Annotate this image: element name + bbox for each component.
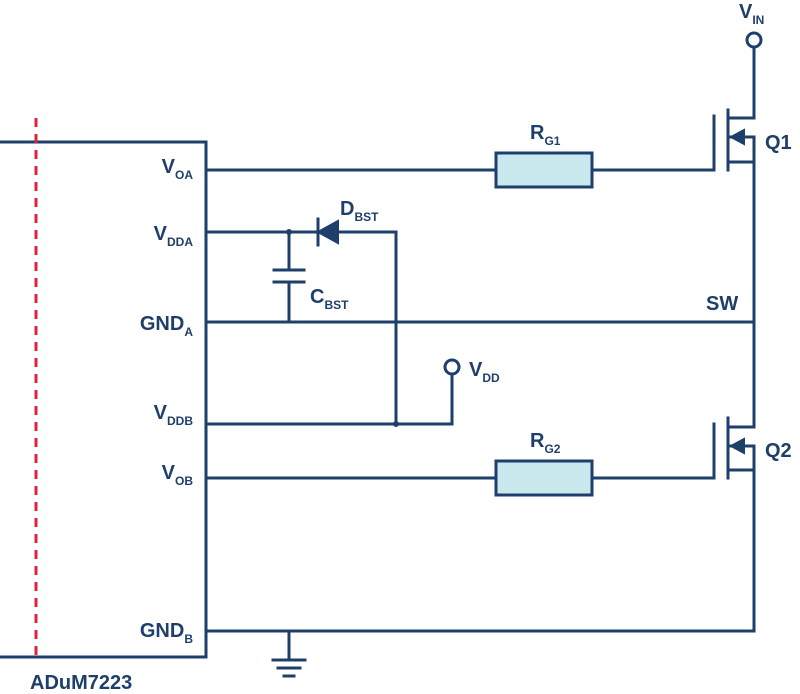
pin-vdda-label: VDDA: [154, 223, 194, 249]
q2-label: Q2: [765, 440, 792, 462]
q1-mosfet: [712, 108, 756, 172]
rg2-label: RG2: [530, 430, 561, 456]
cbst-capacitor: [272, 230, 306, 324]
junction-dot: [286, 229, 292, 235]
dbst-diode: [315, 217, 339, 247]
q2-mosfet: [712, 416, 756, 480]
pin-gnda-label: GNDA: [140, 313, 193, 339]
cbst-label: CBST: [310, 286, 349, 312]
junction-dot: [393, 421, 399, 427]
pin-vob-label: VOB: [162, 462, 194, 488]
pin-vddb-label: VDDB: [154, 402, 194, 428]
vdd-label: VDD: [469, 359, 500, 385]
rg1-resistor: [494, 151, 594, 189]
vin-terminal: [745, 31, 763, 49]
rg1-label: RG1: [530, 122, 561, 148]
q1-label: Q1: [765, 132, 792, 154]
pin-gndb-label: GNDB: [140, 620, 193, 646]
dbst-label: DBST: [340, 198, 379, 224]
vdd-terminal: [443, 358, 461, 376]
sw-label: SW: [706, 293, 738, 315]
rg2-resistor: [494, 459, 594, 497]
chip-name-label: ADuM7223: [30, 672, 132, 694]
ground-symbol: [271, 629, 307, 678]
chip-outline: [0, 140, 208, 659]
vin-label: VIN: [739, 1, 764, 27]
pin-voa-label: VOA: [162, 156, 194, 182]
